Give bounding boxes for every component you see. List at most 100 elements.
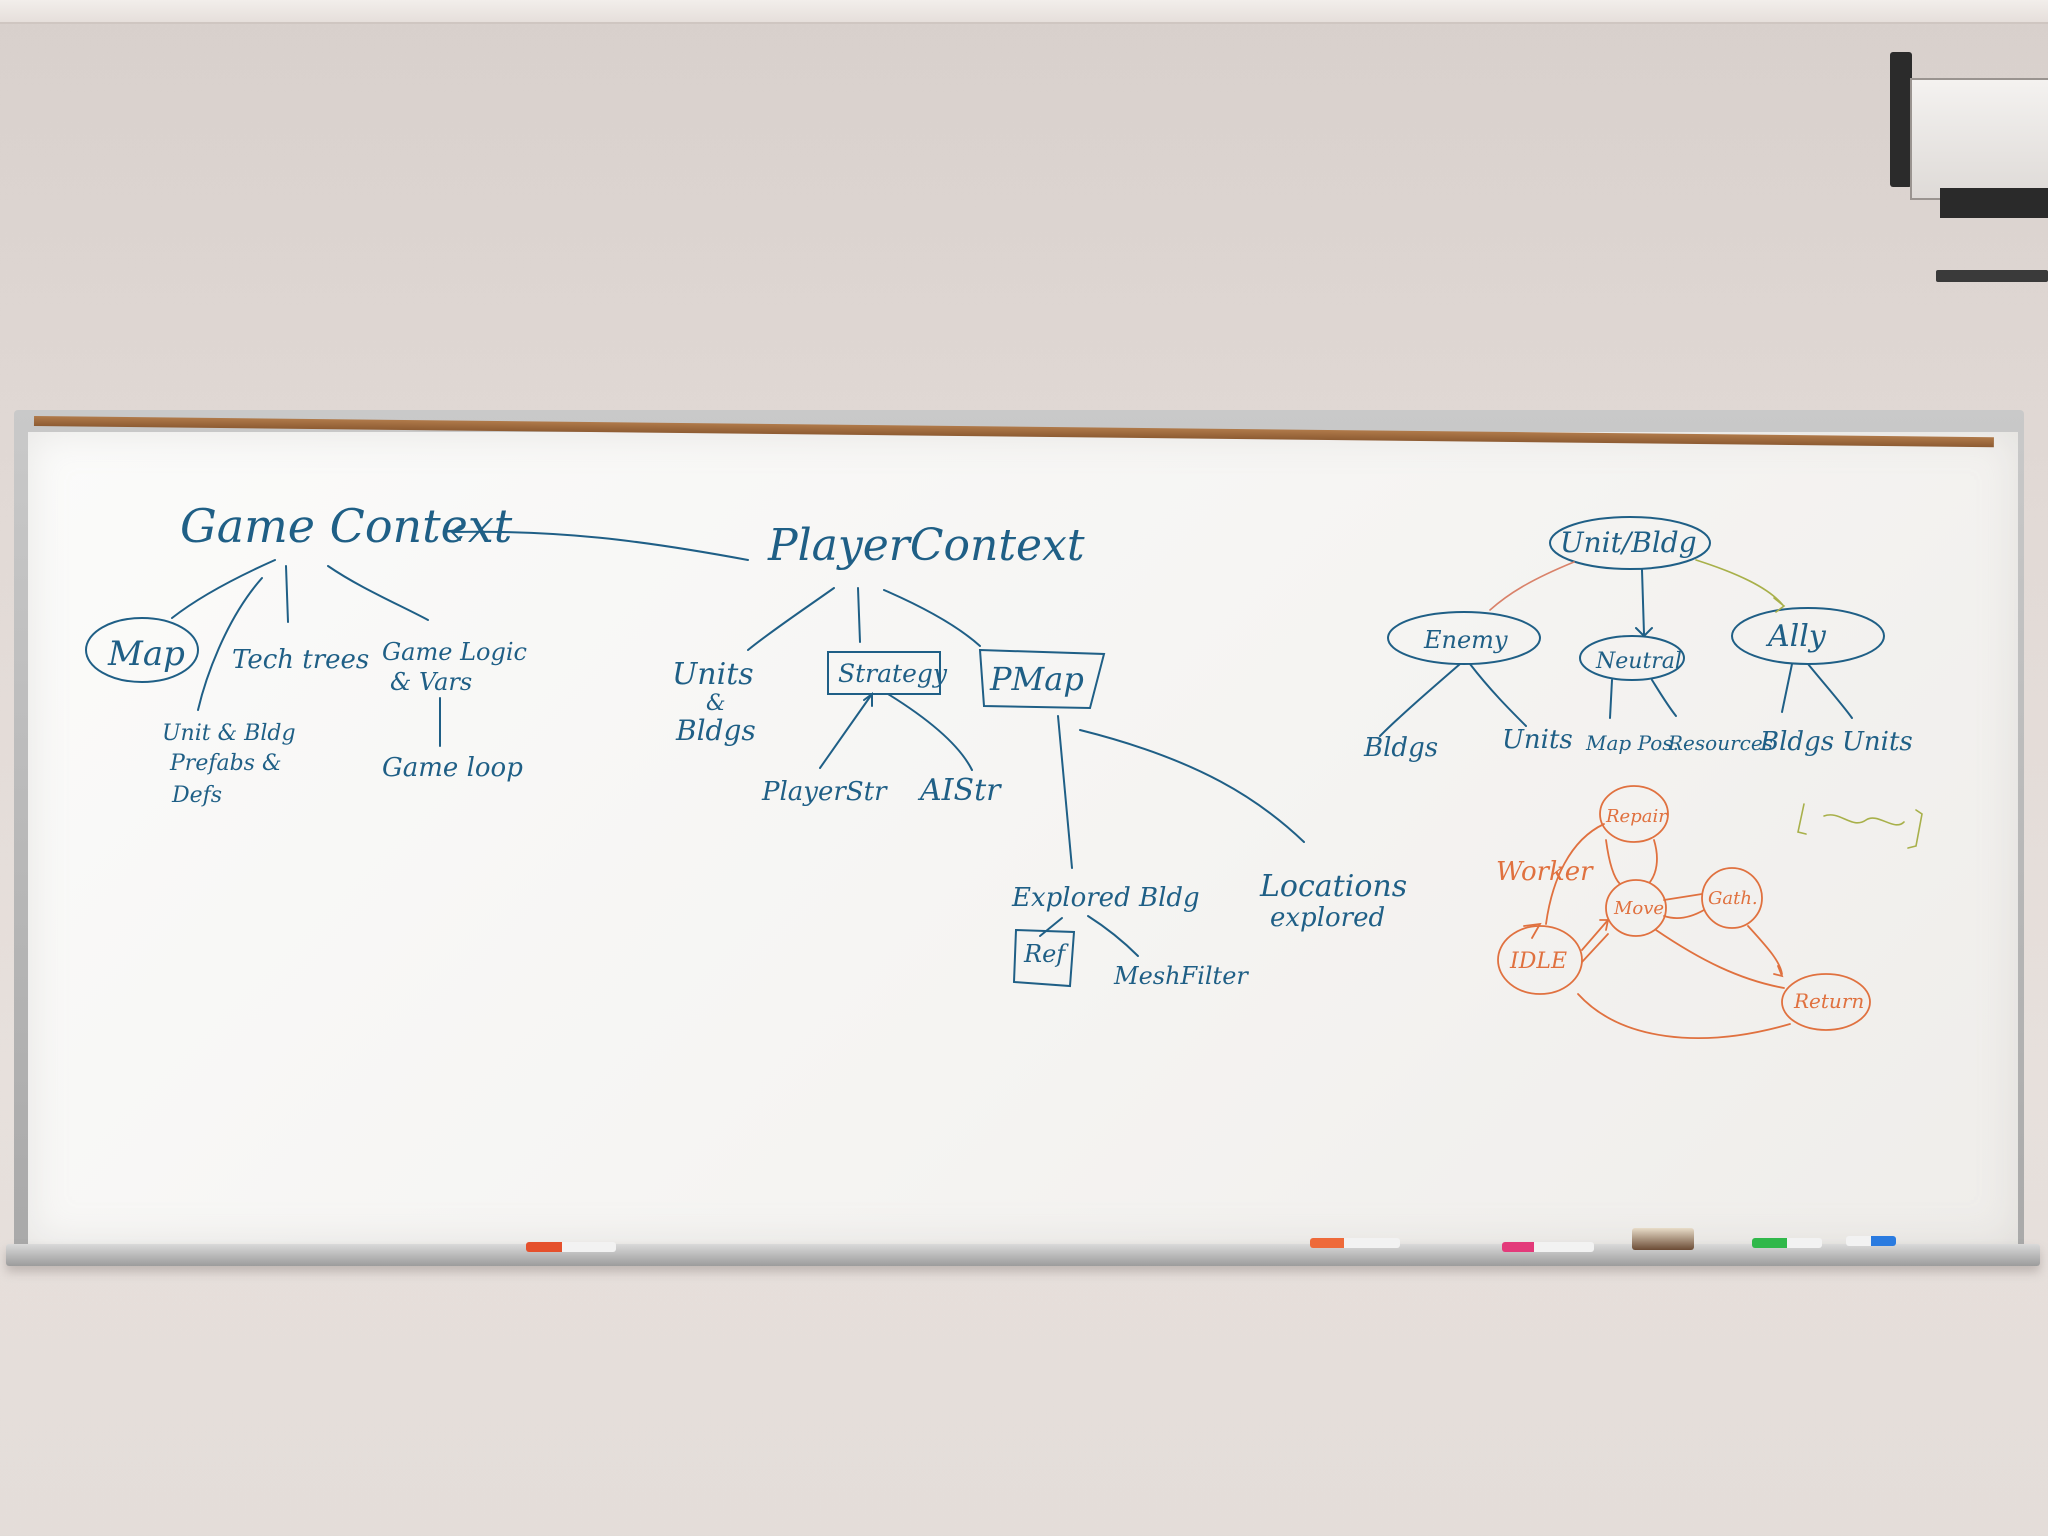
line-enemy-units [1469, 663, 1527, 727]
unit-bldg-label: Unit/Bldg [1560, 526, 1697, 559]
gath-state [1701, 867, 1763, 929]
ally-label: Ally [1765, 619, 1827, 654]
line-gc-map [171, 559, 276, 619]
screen-bar [1936, 270, 2048, 282]
arrow-head [1635, 627, 1653, 638]
map-label: Map [107, 634, 185, 674]
arrow-head [1773, 597, 1786, 613]
mount-bracket [1890, 52, 1912, 187]
blue-marker[interactable] [1846, 1236, 1896, 1246]
ally-units-label: Units [1842, 727, 1913, 757]
ai-str-label: AIStr [917, 773, 1002, 808]
line-explored-mesh [1087, 915, 1139, 957]
projector-screen-housing [1888, 48, 2048, 282]
player-str-label: PlayerStr [761, 777, 888, 807]
eraser[interactable] [1632, 1228, 1694, 1250]
line-root-enemy [1489, 561, 1575, 611]
idle-label: IDLE [1509, 949, 1567, 974]
line-pmap-explored [1057, 715, 1073, 869]
arrow-head [1599, 919, 1610, 931]
orange-marker[interactable] [526, 1242, 616, 1252]
orange-marker[interactable] [1310, 1238, 1400, 1248]
game-logic-label: Game Logic [382, 638, 527, 666]
arrow-head [863, 692, 873, 707]
tech-trees-label: Tech trees [232, 645, 369, 675]
green-marker[interactable] [1752, 1238, 1822, 1248]
strategy-box [827, 651, 941, 695]
prefabs-label-3: Defs [171, 783, 222, 808]
line-ally-bldgs [1781, 663, 1793, 713]
player-context-title: PlayerContext [767, 520, 1085, 571]
ref-label: Ref [1023, 940, 1069, 968]
pink-marker[interactable] [1502, 1242, 1594, 1252]
explored-label: explored [1270, 903, 1385, 933]
pmap-label: PMap [989, 660, 1084, 698]
ally-bldgs-label: Bldgs [1759, 727, 1834, 757]
arrow-head [1523, 922, 1542, 939]
screen-base [1940, 188, 2048, 218]
line-pc-pmap [883, 589, 981, 647]
bldgs-label: Bldgs [675, 714, 756, 747]
whiteboard [28, 432, 2018, 1244]
line-neutral-resources [1651, 679, 1677, 717]
player-to-game-arrow [451, 530, 749, 561]
arrow-head [1773, 965, 1784, 978]
return-state [1781, 973, 1871, 1031]
line-explored-ref [1039, 917, 1063, 937]
edge-repair-idle [1545, 823, 1605, 925]
enemy-ellipse [1387, 611, 1541, 665]
map-pos-label: Map Pos. [1585, 731, 1679, 755]
repair-label: Repair [1605, 806, 1668, 827]
mesh-filter-label: MeshFilter [1113, 962, 1249, 990]
edge-idle-move [1581, 919, 1609, 951]
repair-state [1599, 785, 1669, 843]
edge-repair-move [1605, 839, 1621, 885]
units-label: Units [672, 657, 754, 692]
edge-return-idle [1577, 993, 1791, 1039]
locations-label: Locations [1259, 869, 1407, 904]
ceiling [0, 0, 2048, 24]
line-gc-prefabs [197, 577, 263, 711]
neutral-label: Neutral [1595, 649, 1682, 674]
worker-label: Worker [1496, 857, 1594, 887]
bracket-left [1797, 803, 1807, 835]
line-pmap-locations [1079, 729, 1305, 843]
line-gc-tech [285, 565, 289, 623]
prefabs-label-2: Prefabs & [169, 751, 282, 776]
resources-label: Resources [1667, 731, 1773, 755]
enemy-bldgs-label: Bldgs [1363, 733, 1438, 763]
enemy-label: Enemy [1423, 626, 1508, 654]
prefabs-label-1: Unit & Bldg [162, 721, 296, 746]
map-ellipse [85, 617, 199, 683]
units-amp: & [706, 691, 726, 716]
edge-gath-return [1747, 925, 1783, 975]
game-context-title: Game Context [180, 499, 513, 553]
bracket-right [1907, 809, 1923, 849]
enemy-units-label: Units [1502, 725, 1573, 755]
move-state [1605, 879, 1667, 937]
edge-move-gath [1663, 893, 1703, 901]
line-playerstr [819, 693, 873, 769]
edge-gath-move [1663, 909, 1705, 919]
line-root-neutral [1641, 569, 1645, 635]
line-pc-units [747, 587, 835, 651]
gath-label: Gath. [1708, 888, 1758, 909]
line-gc-logic [327, 565, 429, 621]
edge-move-idle [1581, 933, 1609, 963]
idle-state [1497, 925, 1583, 995]
strategy-label: Strategy [838, 659, 948, 688]
arrow-head [450, 525, 461, 541]
unit-bldg-ellipse [1549, 516, 1711, 570]
green-scribble [1823, 814, 1905, 826]
line-neutral-mappos [1609, 679, 1613, 719]
edge-move-repair [1649, 839, 1658, 883]
neutral-ellipse [1579, 635, 1685, 681]
line-enemy-bldgs [1379, 663, 1461, 737]
explored-bldg-label: Explored Bldg [1011, 883, 1200, 913]
line-ally-units [1807, 663, 1853, 719]
line-pc-strategy [857, 587, 861, 643]
move-label: Move [1613, 898, 1664, 919]
return-label: Return [1793, 989, 1864, 1013]
line-aistr [887, 693, 973, 771]
